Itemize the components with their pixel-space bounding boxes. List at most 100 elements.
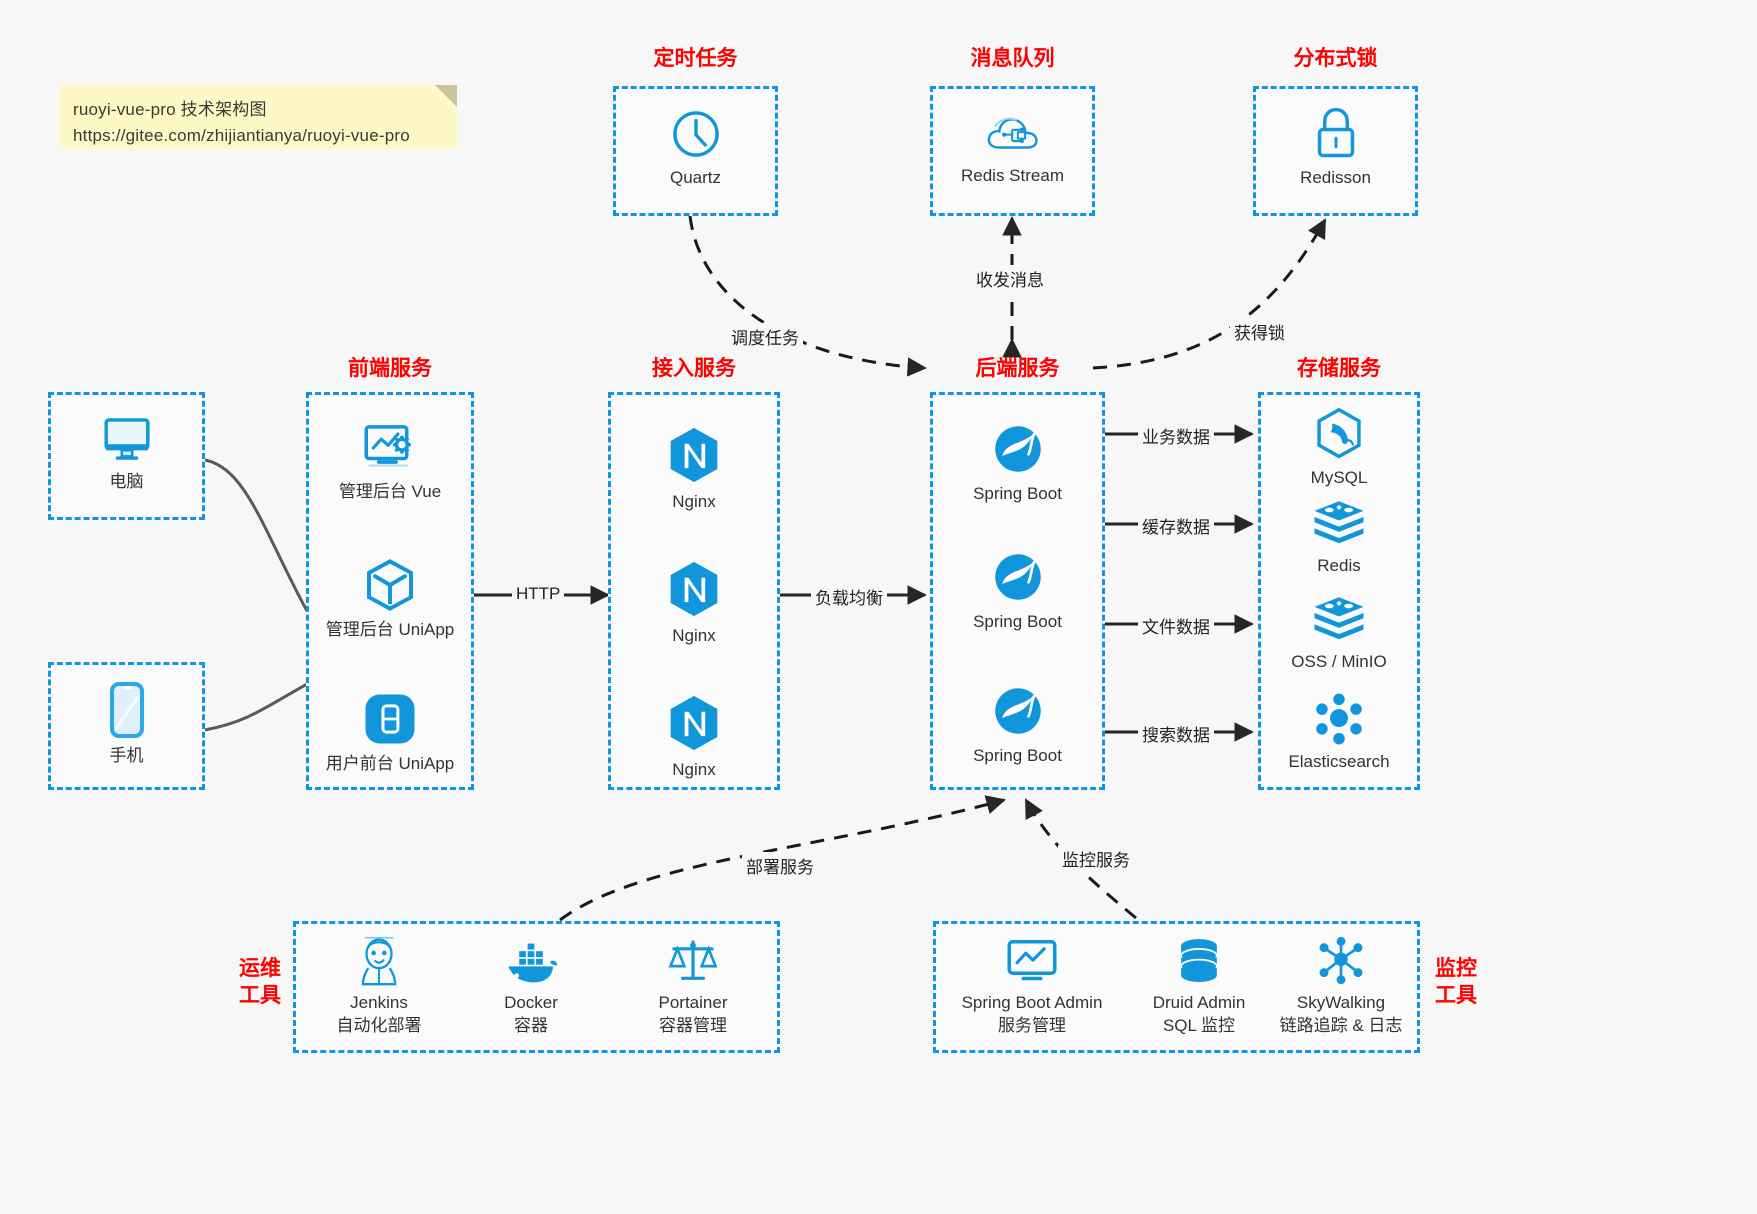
nginx-icon: [670, 695, 718, 751]
node-label: 电脑: [109, 472, 144, 491]
portainer-scales-icon: [668, 940, 718, 980]
node-label: Druid Admin: [1152, 993, 1246, 1012]
spring-boot-icon: [994, 688, 1041, 734]
node-label: SkyWalking: [1296, 993, 1386, 1012]
node-label: 用户前台 UniApp: [325, 754, 455, 773]
group-box-distributed-lock: Redisson: [1253, 86, 1418, 216]
docker-whale-icon: [508, 943, 558, 983]
note-url: https://gitee.com/zhijiantianya/ruoyi-vu…: [73, 126, 410, 146]
spring-boot-icon: [994, 426, 1041, 472]
node-spring-boot-2[interactable]: Spring Boot: [933, 549, 1102, 634]
node-skywalking[interactable]: SkyWalking 链路追踪 & 日志: [1266, 936, 1416, 1038]
node-spring-boot-admin[interactable]: Spring Boot Admin 服务管理: [942, 936, 1122, 1038]
mysql-dolphin-icon: [1317, 407, 1361, 459]
node-spring-boot-1[interactable]: Spring Boot: [933, 421, 1102, 506]
node-label: 管理后台 UniApp: [325, 620, 455, 639]
node-label: Nginx: [672, 760, 716, 779]
node-desktop[interactable]: 电脑: [51, 413, 202, 494]
cloud-stream-icon: [987, 117, 1038, 149]
node-jenkins[interactable]: Jenkins 自动化部署: [304, 936, 454, 1038]
group-title-devops-line1: 运维: [239, 957, 281, 980]
edge-label-acquire-lock: 获得锁: [1230, 318, 1289, 345]
node-nginx-1[interactable]: Nginx: [611, 425, 777, 514]
group-title-message-queue: 消息队列: [970, 47, 1055, 70]
node-docker[interactable]: Docker 容器: [456, 940, 606, 1038]
node-user-uniapp[interactable]: 用户前台 UniApp: [309, 691, 471, 776]
node-label: Nginx: [672, 492, 716, 511]
node-sublabel: 服务管理: [998, 1015, 1066, 1035]
sticky-note: ruoyi-vue-pro 技术架构图 https://gitee.com/zh…: [59, 85, 457, 149]
desktop-monitor-icon: [103, 418, 150, 460]
nginx-icon: [670, 561, 718, 617]
database-cylinder-icon: [1180, 939, 1218, 982]
node-admin-vue[interactable]: 管理后台 Vue: [309, 421, 471, 504]
node-label: Redisson: [1300, 168, 1371, 187]
node-redis-stream[interactable]: Redis Stream: [933, 107, 1092, 188]
skywalking-nodes-icon: [1319, 936, 1363, 985]
node-label: Quartz: [669, 168, 722, 187]
group-box-storage: MySQL Redis OSS / MinIO: [1258, 392, 1420, 790]
node-nginx-2[interactable]: Nginx: [611, 559, 777, 648]
oss-stack-icon: [1314, 597, 1364, 640]
group-title-monitoring-line1: 监控: [1435, 957, 1477, 980]
node-redis[interactable]: Redis: [1261, 499, 1417, 578]
node-spring-boot-3[interactable]: Spring Boot: [933, 683, 1102, 768]
group-box-backend: Spring Boot Spring Boot Spring Boot: [930, 392, 1105, 790]
node-label: OSS / MinIO: [1291, 652, 1387, 671]
redis-stack-icon: [1314, 501, 1364, 544]
group-title-devops-line2: 工具: [239, 984, 281, 1008]
group-box-gateway: Nginx Nginx Nginx: [608, 392, 780, 790]
node-label: Redis: [1317, 556, 1361, 575]
edge-backend-to-lock: [1092, 218, 1327, 370]
node-label: Spring Boot: [973, 484, 1062, 503]
node-phone[interactable]: 手机: [51, 681, 202, 768]
node-sublabel: 容器管理: [659, 1015, 727, 1035]
monitor-chart-icon: [1007, 940, 1057, 981]
note-fold-corner: [435, 85, 457, 107]
group-box-phone-client: 手机: [48, 662, 205, 790]
node-sublabel: 容器: [514, 1015, 548, 1035]
group-title-monitoring-line2: 工具: [1435, 984, 1477, 1008]
node-quartz[interactable]: Quartz: [616, 107, 775, 190]
node-label: MySQL: [1310, 468, 1368, 487]
elasticsearch-icon: [1316, 693, 1362, 745]
node-label: Jenkins: [350, 993, 408, 1012]
node-label: 手机: [109, 746, 144, 765]
group-title-devops: 运维 工具: [232, 955, 288, 1010]
edge-label-file-data: 文件数据: [1138, 612, 1214, 639]
node-portainer[interactable]: Portainer 容器管理: [618, 936, 768, 1038]
group-title-backend: 后端服务: [975, 357, 1060, 380]
node-label: Redis Stream: [961, 166, 1064, 185]
node-label: Nginx: [672, 626, 716, 645]
group-box-message-queue: Redis Stream: [930, 86, 1095, 216]
node-mysql[interactable]: MySQL: [1261, 407, 1417, 490]
edge-label-business-data: 业务数据: [1138, 422, 1214, 449]
group-title-distributed-lock: 分布式锁: [1293, 47, 1378, 70]
edge-label-load-balance: 负载均衡: [811, 583, 887, 610]
group-box-desktop-client: 电脑: [48, 392, 205, 520]
note-title: ruoyi-vue-pro 技术架构图: [73, 100, 267, 119]
group-box-devops: Jenkins 自动化部署 Docker 容器: [293, 921, 780, 1053]
edge-label-search-data: 搜索数据: [1138, 720, 1214, 747]
group-title-frontend: 前端服务: [348, 357, 432, 380]
node-admin-uniapp[interactable]: 管理后台 UniApp: [309, 557, 471, 642]
node-label: 管理后台 Vue: [338, 482, 442, 501]
node-druid-admin[interactable]: Druid Admin SQL 监控: [1124, 936, 1274, 1038]
group-box-frontend: 管理后台 Vue 管理后台 UniApp 用户前台 UniApp: [306, 392, 474, 790]
node-label: Spring Boot: [973, 612, 1062, 631]
node-label: Spring Boot Admin: [961, 993, 1103, 1012]
padlock-icon: [1317, 107, 1354, 158]
node-label: Spring Boot: [973, 746, 1062, 765]
group-box-monitoring: Spring Boot Admin 服务管理 Druid Admin SQL 监…: [933, 921, 1420, 1053]
jenkins-butler-icon: [361, 936, 397, 986]
mobile-app-icon: [365, 694, 415, 744]
group-title-monitoring: 监控 工具: [1428, 955, 1484, 1010]
group-title-scheduled-task: 定时任务: [653, 47, 738, 70]
node-oss-minio[interactable]: OSS / MinIO: [1261, 595, 1417, 674]
spring-boot-icon: [994, 554, 1041, 600]
edge-label-monitor-service: 监控服务: [1058, 845, 1134, 872]
node-redisson[interactable]: Redisson: [1256, 105, 1415, 190]
node-elasticsearch[interactable]: Elasticsearch: [1261, 693, 1417, 774]
node-nginx-3[interactable]: Nginx: [611, 693, 777, 782]
